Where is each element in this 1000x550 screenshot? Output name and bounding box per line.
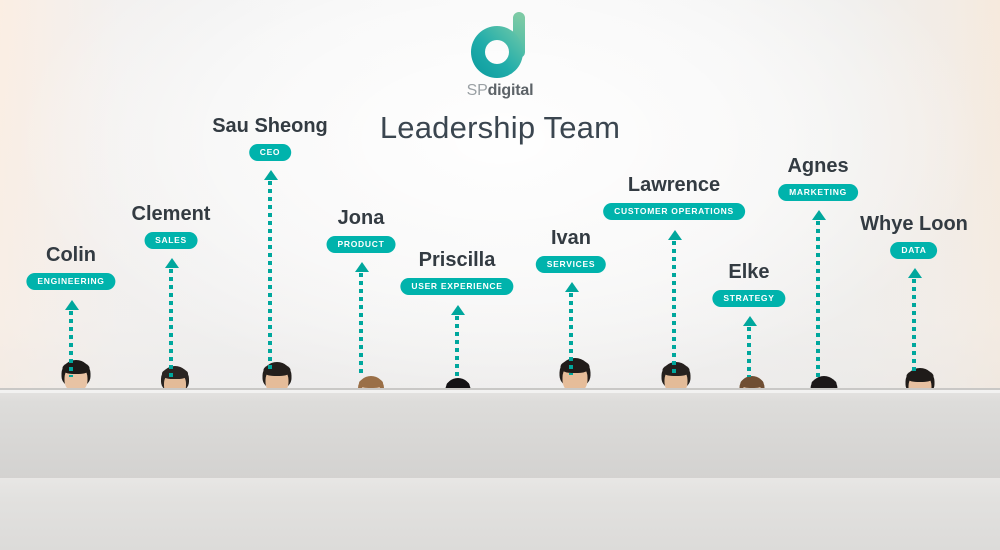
arrow-dotted-stem [672,241,676,375]
arrow-dotted-stem [747,327,751,377]
figure-hair-top [446,380,470,390]
pointer-arrow [65,300,79,377]
member-role-badge: MARKETING [778,184,858,201]
figure-hair-top [811,378,837,389]
page-title: Leadership Team [379,110,621,145]
pointer-arrow [565,282,579,375]
arrow-head-icon [908,268,922,278]
member-role-badge: USER EXPERIENCE [400,278,514,295]
member-role-badge: CUSTOMER OPERATIONS [603,203,745,220]
member-role-badge: CEO [248,144,292,161]
floor [0,478,1000,550]
brand-header: SPdigital Leadership Team [0,8,1000,146]
pointer-arrow [908,268,922,375]
pointer-arrow [451,305,465,378]
figure-hair-top [359,378,383,388]
arrow-head-icon [451,305,465,315]
member-name: Priscilla [418,249,496,271]
brand-wordmark: SPdigital [0,82,1000,100]
arrow-head-icon [565,282,579,292]
arrow-dotted-stem [816,221,820,377]
figure-hair-top [740,378,764,388]
arrow-head-icon [668,230,682,240]
member-name: Colin [46,244,96,266]
member-name: Whye Loon [860,213,968,235]
arrow-head-icon [264,170,278,180]
wordmark-sp: SP [466,82,488,99]
member-name: Jona [337,207,385,229]
arrow-head-icon [743,316,757,326]
figure-hair-top [560,360,590,373]
sp-digital-d-logo-icon [471,12,525,78]
arrow-dotted-stem [359,273,363,377]
member-name: Sau Sheong [212,115,328,137]
arrow-head-icon [812,210,826,220]
arrow-head-icon [355,262,369,272]
member-name: Lawrence [627,174,721,196]
member-name: Elke [728,261,770,283]
pointer-arrow [812,210,826,377]
pointer-arrow [355,262,369,377]
member-role-badge: SALES [144,232,198,249]
figure-hair-top [662,364,690,376]
member-role-badge: DATA [890,242,938,259]
member-role-badge: SERVICES [535,256,607,273]
arrow-head-icon [165,258,179,268]
pointer-arrow [743,316,757,377]
member-name: Ivan [550,227,592,249]
pointer-arrow [668,230,682,375]
arrow-dotted-stem [69,311,73,377]
pointer-arrow [165,258,179,377]
member-name: Agnes [787,155,849,177]
member-name: Clement [131,203,211,225]
wordmark-digital: digital [487,82,534,99]
pointer-arrow [264,170,278,373]
figure-hair-top [162,368,188,379]
member-role-badge: STRATEGY [712,290,786,307]
arrow-dotted-stem [169,269,173,377]
arrow-dotted-stem [912,279,916,375]
arrow-dotted-stem [569,293,573,375]
arrow-head-icon [65,300,79,310]
member-role-badge: PRODUCT [326,236,396,253]
arrow-dotted-stem [268,181,272,373]
member-role-badge: ENGINEERING [26,273,116,290]
arrow-dotted-stem [455,316,459,378]
